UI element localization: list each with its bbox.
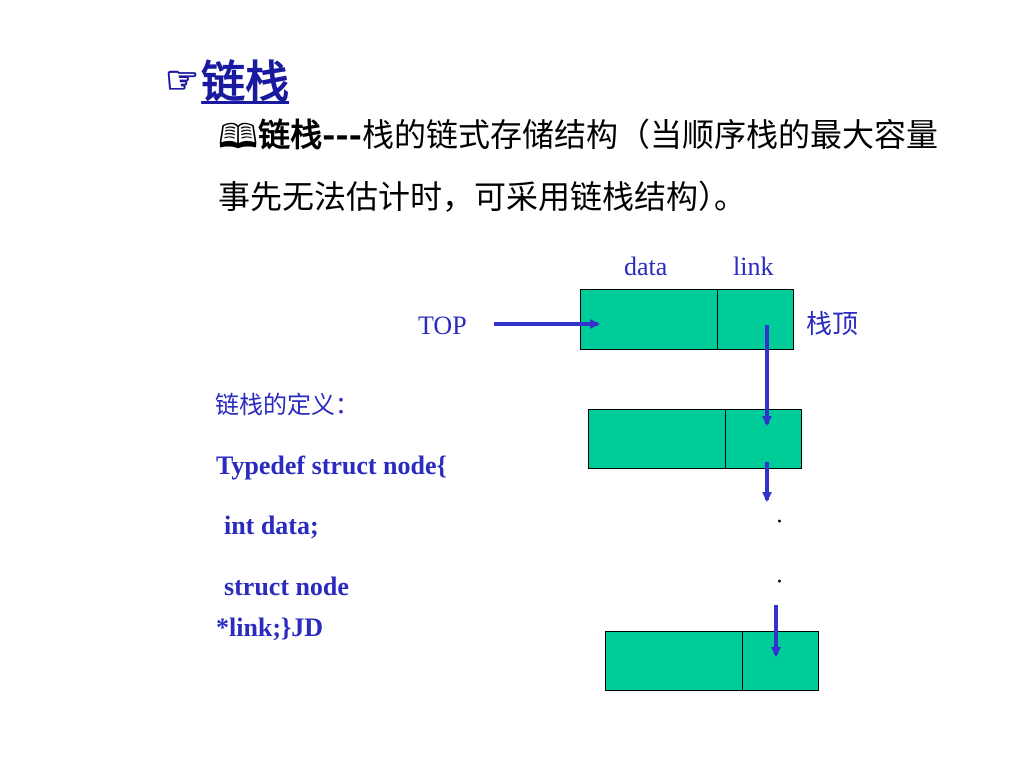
node-field-divider xyxy=(742,632,743,690)
open-book-icon: 🕮 xyxy=(218,117,259,157)
code-line-1: Typedef struct node{ xyxy=(216,451,447,480)
slide-title-text: 链栈 xyxy=(201,57,290,108)
ellipsis-dot: · xyxy=(776,570,783,595)
node-field-divider xyxy=(725,410,726,468)
data-field-label: data xyxy=(624,252,668,281)
term-label: 链栈 xyxy=(258,116,323,154)
stack-top-label: 栈顶 xyxy=(806,310,859,340)
pointing-hand-icon: ☞ xyxy=(165,57,200,102)
description-paragraph: 🕮链栈---栈的链式存储结构（当顺序栈的最大容量事先无法估计时，可采用链栈结构）… xyxy=(218,105,938,227)
ellipsis-dot: · xyxy=(776,510,783,535)
link-field-label: link xyxy=(733,252,774,281)
node-field-divider xyxy=(717,290,718,349)
definition-heading: 链栈的定义： xyxy=(215,391,359,419)
code-line-4: *link;}JD xyxy=(216,613,324,642)
code-line-2: int data; xyxy=(224,511,319,540)
description-text: 栈的链式存储结构（当顺序栈的最大容量事先无法估计时，可采用链栈结构）。 xyxy=(218,116,938,216)
stack-node-bottom xyxy=(605,631,819,691)
stack-node-top xyxy=(580,289,794,350)
term-dashes: --- xyxy=(322,116,362,154)
slide-title: ☞链栈 xyxy=(165,56,289,107)
code-line-3: struct node xyxy=(224,572,349,601)
top-pointer-label: TOP xyxy=(418,311,467,340)
